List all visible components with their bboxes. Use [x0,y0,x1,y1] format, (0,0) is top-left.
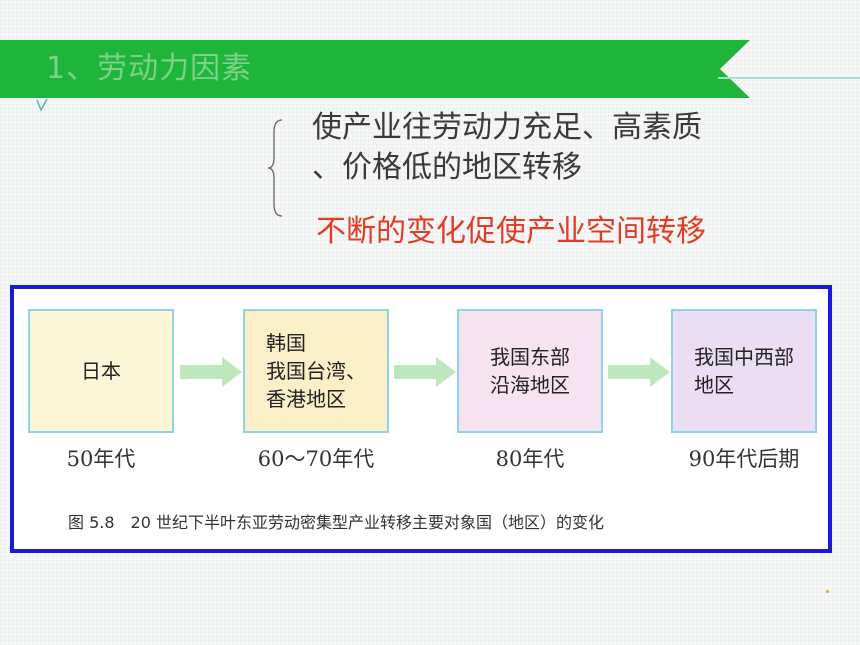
stage-label: 韩国 我国台湾、 香港地区 [266,331,366,411]
stage-box-central-west: 我国中西部 地区 [671,309,817,433]
stage-box-east-coast: 我国东部 沿海地区 [457,309,603,433]
header-band [0,40,750,98]
arrow-right-icon [180,357,242,387]
stage-label: 我国东部 沿海地区 [490,345,570,397]
stage-label: 我国中西部 地区 [694,345,794,397]
period-label: 60～70年代 [257,447,375,471]
arrow-right-icon [608,357,670,387]
description-line-1: 使产业往劳动力充足、高素质 [312,110,702,145]
stage-box-japan: 日本 [28,309,174,433]
left-brace-icon [267,119,283,217]
period-label: 50年代 [66,447,136,471]
period-label: 80年代 [495,447,565,471]
figure-panel: 日本 韩国 我国台湾、 香港地区 我国东部 沿海地区 我国中西部 地区 50年代… [10,285,832,553]
stage-label: 日本 [81,359,121,383]
stage-box-korea-taiwan-hongkong: 韩国 我国台湾、 香港地区 [243,309,389,433]
header-divider-line [718,77,860,79]
description-line-2: 、价格低的地区转移 [312,150,582,185]
arrow-right-icon [394,357,456,387]
section-title: 1、劳动力因素 [46,51,253,86]
decorative-dot [826,590,829,593]
highlight-text: 不断的变化促使产业空间转移 [316,214,706,249]
description-text: 使产业往劳动力充足、高素质 、价格低的地区转移 [312,108,782,188]
figure-caption: 图 5.8 20 世纪下半叶东亚劳动密集型产业转移主要对象国（地区）的变化 [68,513,604,532]
period-label: 90年代后期 [688,447,800,471]
check-tick-icon [36,98,48,112]
